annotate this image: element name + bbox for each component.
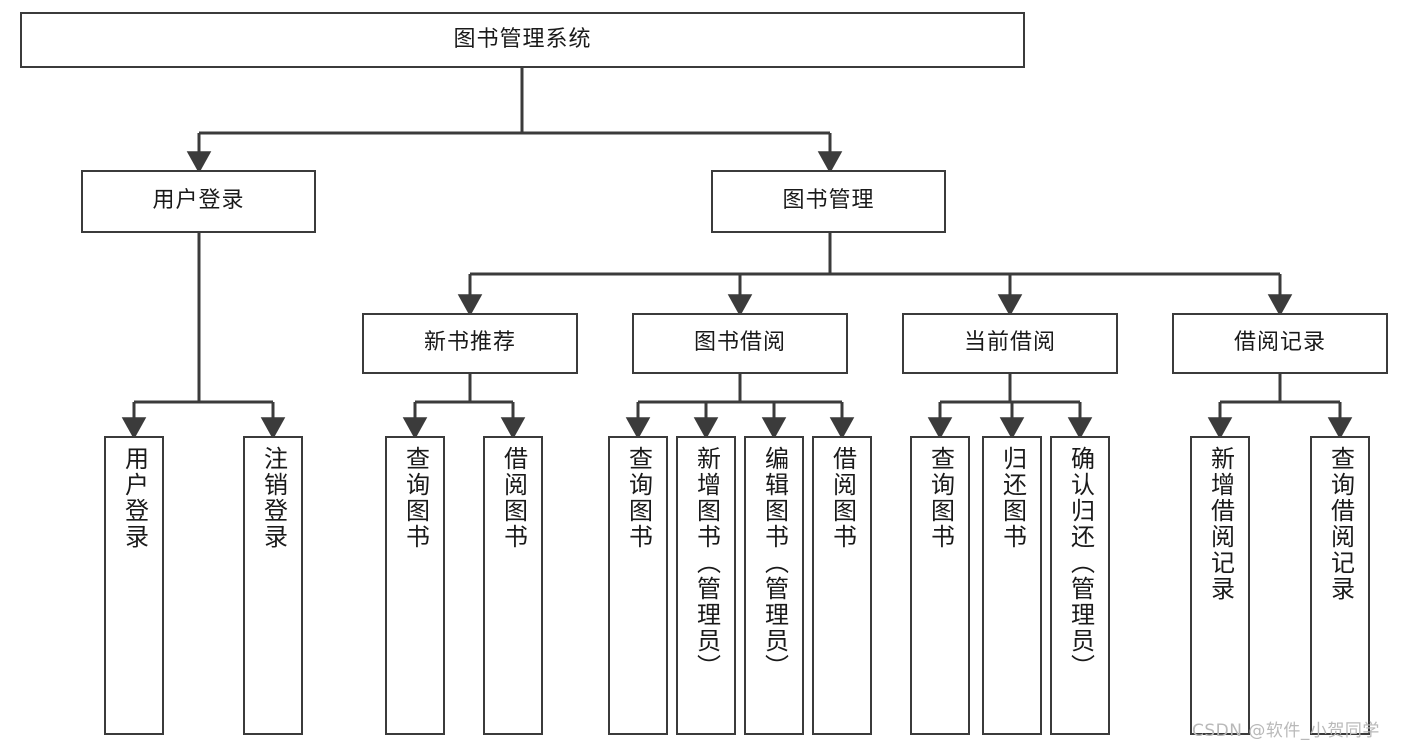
leaf-user-login-login-label: 用户登录	[120, 446, 149, 550]
leaf-borrow-edit-book-admin[interactable]: 编辑图书（管理员）	[744, 436, 804, 735]
node-current-borrow[interactable]: 当前借阅	[902, 313, 1118, 374]
node-book-borrow-label: 图书借阅	[693, 330, 786, 356]
node-user-login[interactable]: 用户登录	[81, 170, 316, 233]
node-root-label: 图书管理系统	[453, 26, 592, 52]
leaf-borrow-add-book-admin[interactable]: 新增图书（管理员）	[676, 436, 736, 735]
node-new-book-recommend-label: 新书推荐	[423, 330, 516, 356]
leaf-user-login-login[interactable]: 用户登录	[104, 436, 164, 735]
leaf-record-add-borrow-record-label: 新增借阅记录	[1206, 446, 1235, 602]
node-book-management-label: 图书管理	[782, 188, 875, 214]
leaf-new-book-borrow[interactable]: 借阅图书	[483, 436, 543, 735]
leaf-borrow-query-book-label: 查询图书	[624, 446, 653, 550]
leaf-current-return-book-label: 归还图书	[998, 446, 1027, 550]
leaf-record-add-borrow-record[interactable]: 新增借阅记录	[1190, 436, 1250, 735]
csdn-watermark: CSDN @软件_小贺同学	[1192, 721, 1380, 741]
leaf-new-book-query-label: 查询图书	[401, 446, 430, 550]
leaf-user-login-logout[interactable]: 注销登录	[243, 436, 303, 735]
node-borrow-record-label: 借阅记录	[1233, 330, 1326, 356]
node-root-book-management-system[interactable]: 图书管理系统	[20, 12, 1025, 68]
leaf-new-book-query[interactable]: 查询图书	[385, 436, 445, 735]
leaf-current-query-book-label: 查询图书	[926, 446, 955, 550]
node-book-management[interactable]: 图书管理	[711, 170, 946, 233]
leaf-borrow-borrow-book-label: 借阅图书	[828, 446, 857, 550]
node-borrow-record[interactable]: 借阅记录	[1172, 313, 1388, 374]
leaf-current-query-book[interactable]: 查询图书	[910, 436, 970, 735]
leaf-current-return-book[interactable]: 归还图书	[982, 436, 1042, 735]
node-new-book-recommend[interactable]: 新书推荐	[362, 313, 578, 374]
leaf-current-confirm-return-admin[interactable]: 确认归还（管理员）	[1050, 436, 1110, 735]
leaf-borrow-borrow-book[interactable]: 借阅图书	[812, 436, 872, 735]
leaf-new-book-borrow-label: 借阅图书	[499, 446, 528, 550]
node-user-login-label: 用户登录	[152, 188, 245, 214]
node-book-borrow[interactable]: 图书借阅	[632, 313, 848, 374]
leaf-record-query-borrow-record-label: 查询借阅记录	[1326, 446, 1355, 602]
node-current-borrow-label: 当前借阅	[963, 330, 1056, 356]
leaf-borrow-query-book[interactable]: 查询图书	[608, 436, 668, 735]
leaf-borrow-add-book-admin-label: 新增图书（管理员）	[692, 446, 721, 680]
leaf-borrow-edit-book-admin-label: 编辑图书（管理员）	[760, 446, 789, 680]
leaf-user-login-logout-label: 注销登录	[259, 446, 288, 550]
leaf-record-query-borrow-record[interactable]: 查询借阅记录	[1310, 436, 1370, 735]
leaf-current-confirm-return-admin-label: 确认归还（管理员）	[1066, 446, 1095, 680]
